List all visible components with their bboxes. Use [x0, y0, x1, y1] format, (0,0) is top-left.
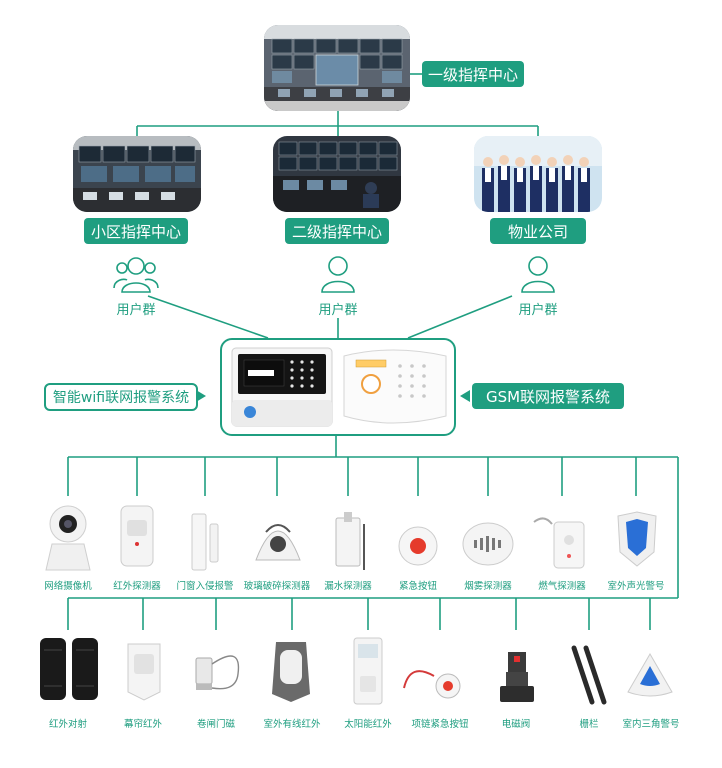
device-label-fence: 栅栏: [579, 719, 599, 730]
device-label-solar-pir: 太阳能红外: [344, 719, 392, 730]
beam-detector-icon: [40, 638, 98, 700]
water-leak-detector-icon: [335, 512, 365, 570]
outdoor-siren-icon: [617, 511, 657, 567]
community-center-label: 小区指挥中心: [84, 218, 188, 244]
user-group-label: 用户群: [518, 303, 558, 318]
alarm-panel-frame: [220, 338, 456, 436]
device-label-outdoor-siren: 室外声光警号: [607, 581, 665, 592]
glass-break-detector-icon: [255, 524, 301, 561]
gas-detector-icon: [533, 517, 585, 569]
device-label-pir: 红外探测器: [113, 581, 161, 592]
door-window-sensor-icon: [191, 513, 219, 571]
device-label-gas: 燃气探测器: [538, 581, 586, 592]
device-label-pendant-button: 项链紧急按钮: [411, 719, 469, 730]
wifi-system-label: 智能wifi联网报警系统: [44, 383, 198, 411]
device-label-smoke: 烟雾探测器: [464, 581, 512, 592]
device-label-indoor-siren: 室内三角警号: [622, 719, 680, 730]
gsm-system-label: GSM联网报警系统: [472, 383, 624, 409]
solar-pir-icon: [353, 637, 383, 705]
user-group-label: 用户群: [318, 303, 358, 318]
device-label-outdoor-wired-pir: 室外有线红外: [263, 719, 321, 730]
device-label-curtain-pir: 幕帘红外: [123, 719, 162, 730]
curtain-pir-icon: [127, 643, 161, 701]
level2-center-photo: [273, 136, 401, 212]
gsm-alarm-panel-icon: [343, 349, 447, 424]
panic-button-icon: [398, 526, 438, 566]
device-label-ip-camera: 网络摄像机: [44, 581, 92, 592]
user-group-label: 用户群: [116, 303, 156, 318]
top-command-center-label: 一级指挥中心: [422, 61, 524, 87]
user-group-icon: [321, 256, 355, 293]
device-label-water-leak: 漏水探测器: [324, 581, 372, 592]
device-label-beam: 红外对射: [48, 719, 87, 730]
wifi-alarm-panel-icon: [231, 347, 333, 427]
smoke-detector-icon: [462, 522, 514, 566]
ip-camera-icon: [45, 505, 91, 571]
property-company-label: 物业公司: [490, 218, 586, 244]
device-label-solenoid-valve: 电磁阀: [501, 719, 531, 730]
user-group-icon: [113, 257, 159, 293]
device-label-shutter-contact: 卷闸门磁: [196, 719, 235, 730]
shutter-door-contact-icon: [195, 655, 240, 690]
indoor-siren-icon: [627, 653, 673, 697]
outdoor-wired-pir-icon: [272, 642, 310, 702]
device-label-glass-break: 玻璃破碎探测器: [243, 581, 311, 592]
solenoid-valve-icon: [500, 652, 534, 702]
user-group-icon: [521, 256, 555, 293]
fence-beam-icon: [571, 645, 607, 705]
pir-detector-icon: [120, 505, 154, 567]
device-label-panic-button: 紧急按钮: [398, 581, 437, 592]
top-command-center-photo: [264, 25, 410, 111]
property-company-photo: [474, 136, 602, 212]
pendant-panic-button-icon: [403, 670, 461, 699]
level2-center-label: 二级指挥中心: [285, 218, 389, 244]
community-center-photo: [73, 136, 201, 212]
device-label-door-window: 门窗入侵报警: [176, 581, 234, 592]
